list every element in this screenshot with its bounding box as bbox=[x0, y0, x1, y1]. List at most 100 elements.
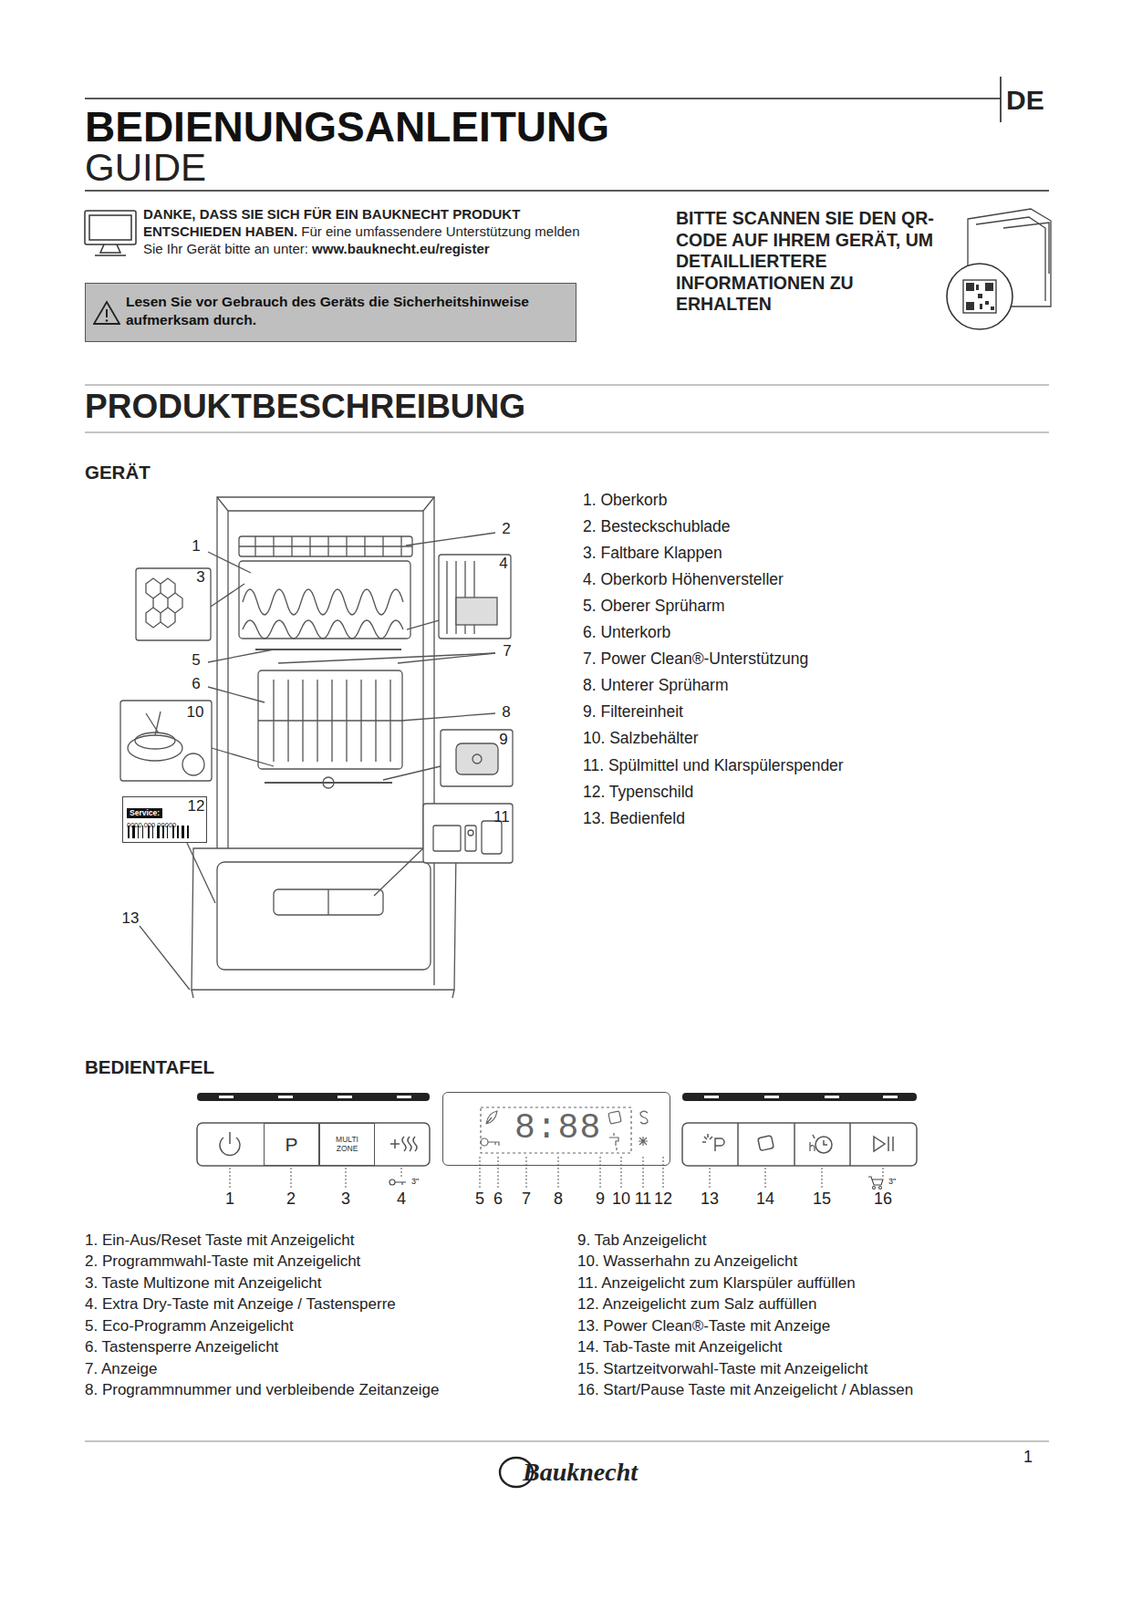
drawing-shape bbox=[207, 649, 274, 663]
drawing-shape bbox=[1003, 222, 1049, 274]
drawing-shape bbox=[397, 653, 496, 664]
drawing-shape bbox=[186, 842, 216, 904]
drawing-shape bbox=[322, 777, 334, 789]
part-list-item: 11. Spülmittel und Klarspülerspender bbox=[582, 756, 844, 776]
node-text: P bbox=[284, 1134, 298, 1154]
drawing-shape bbox=[480, 1138, 489, 1146]
part-list-item: 8. Unterer Sprüharm bbox=[582, 675, 729, 696]
drawing-shape bbox=[182, 753, 205, 776]
drawing-shape bbox=[709, 1167, 711, 1189]
drawing-shape bbox=[273, 889, 384, 915]
drawing-shape bbox=[84, 384, 1049, 386]
drawing-shape bbox=[197, 1092, 917, 1190]
control-list-item: 3. Taste Multizone mit Anzeigelicht bbox=[84, 1274, 322, 1293]
drawing-shape bbox=[488, 1142, 499, 1146]
drawing-shape bbox=[207, 686, 265, 703]
drawing-shape bbox=[166, 825, 168, 839]
callout-number: 7 bbox=[502, 642, 511, 661]
page-title: BEDIENUNGSANLEITUNG bbox=[84, 102, 610, 153]
drawing-shape bbox=[217, 861, 431, 970]
duration-note: 3" bbox=[888, 1176, 896, 1187]
drawing-shape bbox=[84, 432, 1049, 434]
callout-number: 6 bbox=[191, 675, 200, 694]
drawing-shape bbox=[401, 1167, 403, 1177]
drawing-shape bbox=[229, 1156, 883, 1189]
duration-note: 3" bbox=[411, 1176, 419, 1187]
drawing-shape bbox=[197, 1122, 430, 1166]
part-list-item: 13. Bedienfeld bbox=[582, 809, 686, 829]
drawing-shape bbox=[373, 848, 424, 896]
part-list-item: 2. Besteckschublade bbox=[582, 517, 731, 537]
callout-number: 10 bbox=[186, 703, 205, 722]
drawing-shape bbox=[892, 1136, 894, 1152]
callout-number: 12 bbox=[654, 1189, 673, 1210]
callout-number: 4 bbox=[498, 554, 508, 573]
node-text: Service: bbox=[126, 808, 163, 819]
drawing-shape bbox=[84, 189, 1049, 192]
drawing-shape bbox=[621, 1156, 623, 1189]
drawing-shape bbox=[172, 825, 175, 839]
drawing-shape bbox=[704, 1095, 719, 1099]
drawing-shape bbox=[191, 989, 194, 998]
part-list-item: 6. Unterkorb bbox=[582, 623, 671, 643]
drawing-shape bbox=[228, 510, 424, 849]
control-list-item: 4. Extra Dry-Taste mit Anzeige / Tastens… bbox=[84, 1295, 396, 1314]
drawing-shape bbox=[278, 1095, 293, 1099]
drawing-shape bbox=[389, 1179, 395, 1185]
drawing-shape bbox=[737, 1122, 739, 1166]
node-text: 0000 000 00000 bbox=[126, 820, 203, 830]
callout-number: 4 bbox=[396, 1189, 406, 1210]
drawing-shape bbox=[105, 319, 109, 322]
drawing-shape bbox=[821, 1167, 823, 1189]
display-panel: 8:88 bbox=[442, 1091, 671, 1166]
drawing-shape bbox=[93, 300, 121, 326]
subsection-heading: GERÄT bbox=[84, 461, 151, 485]
qr-note: BITTE SCANNEN SIE DEN QR-CODE AUF IHREM … bbox=[675, 207, 943, 316]
drawing-shape bbox=[229, 1167, 231, 1189]
drawing-shape bbox=[207, 551, 251, 573]
drawing-shape bbox=[643, 1156, 644, 1189]
drawing-shape bbox=[481, 820, 502, 854]
part-list-item: 4. Oberkorb Höhenversteller bbox=[582, 570, 784, 590]
drawing-shape bbox=[84, 210, 136, 245]
drawing-shape bbox=[615, 1147, 617, 1151]
drawing-shape bbox=[609, 1132, 619, 1146]
callout-number: 14 bbox=[756, 1189, 775, 1210]
drawing-shape bbox=[327, 889, 329, 915]
program-button: P bbox=[263, 1122, 320, 1166]
drawing-shape bbox=[156, 825, 160, 839]
part-list-item: 3. Faltbare Klappen bbox=[582, 543, 723, 563]
drawing-shape bbox=[965, 282, 975, 291]
drawing-shape bbox=[197, 1092, 430, 1101]
drawing-shape bbox=[608, 1111, 622, 1124]
drawing-shape bbox=[868, 1176, 883, 1185]
drawing-shape bbox=[394, 1182, 406, 1185]
drawing-shape bbox=[142, 825, 144, 839]
multizone-button: MULTI ZONE bbox=[319, 1122, 375, 1166]
section-heading: PRODUKTBESCHREIBUNG bbox=[84, 386, 526, 427]
drawing-shape bbox=[120, 700, 212, 781]
callout-number: 1 bbox=[191, 537, 200, 556]
drawing-shape bbox=[467, 830, 474, 836]
drawing-shape bbox=[824, 1095, 840, 1099]
callout-number: 1 bbox=[225, 1189, 235, 1210]
drawing-shape bbox=[887, 1136, 890, 1152]
drawing-shape bbox=[152, 825, 154, 839]
drawing-shape bbox=[465, 825, 477, 852]
drawing-shape bbox=[640, 1111, 648, 1124]
control-list-item: 15. Startzeitvorwahl-Taste mit Anzeigeli… bbox=[577, 1360, 868, 1379]
drawing-shape bbox=[452, 989, 455, 998]
drawing-shape bbox=[480, 1107, 632, 1153]
control-list-item: 14. Tab-Taste mit Anzeigelicht bbox=[577, 1338, 783, 1357]
drawing-shape bbox=[793, 1122, 796, 1166]
control-list-item: 8. Programmnummer und verbleibende Zeita… bbox=[84, 1381, 439, 1400]
drawing-shape bbox=[438, 554, 511, 639]
callout-number: 6 bbox=[493, 1189, 503, 1210]
drawing-shape bbox=[218, 1095, 234, 1099]
drawing-shape bbox=[401, 713, 496, 721]
drawing-shape bbox=[210, 583, 245, 607]
drawing-shape bbox=[480, 1107, 648, 1153]
drawing-shape bbox=[990, 306, 995, 311]
subsection-heading: BEDIENTAFEL bbox=[84, 1056, 215, 1080]
